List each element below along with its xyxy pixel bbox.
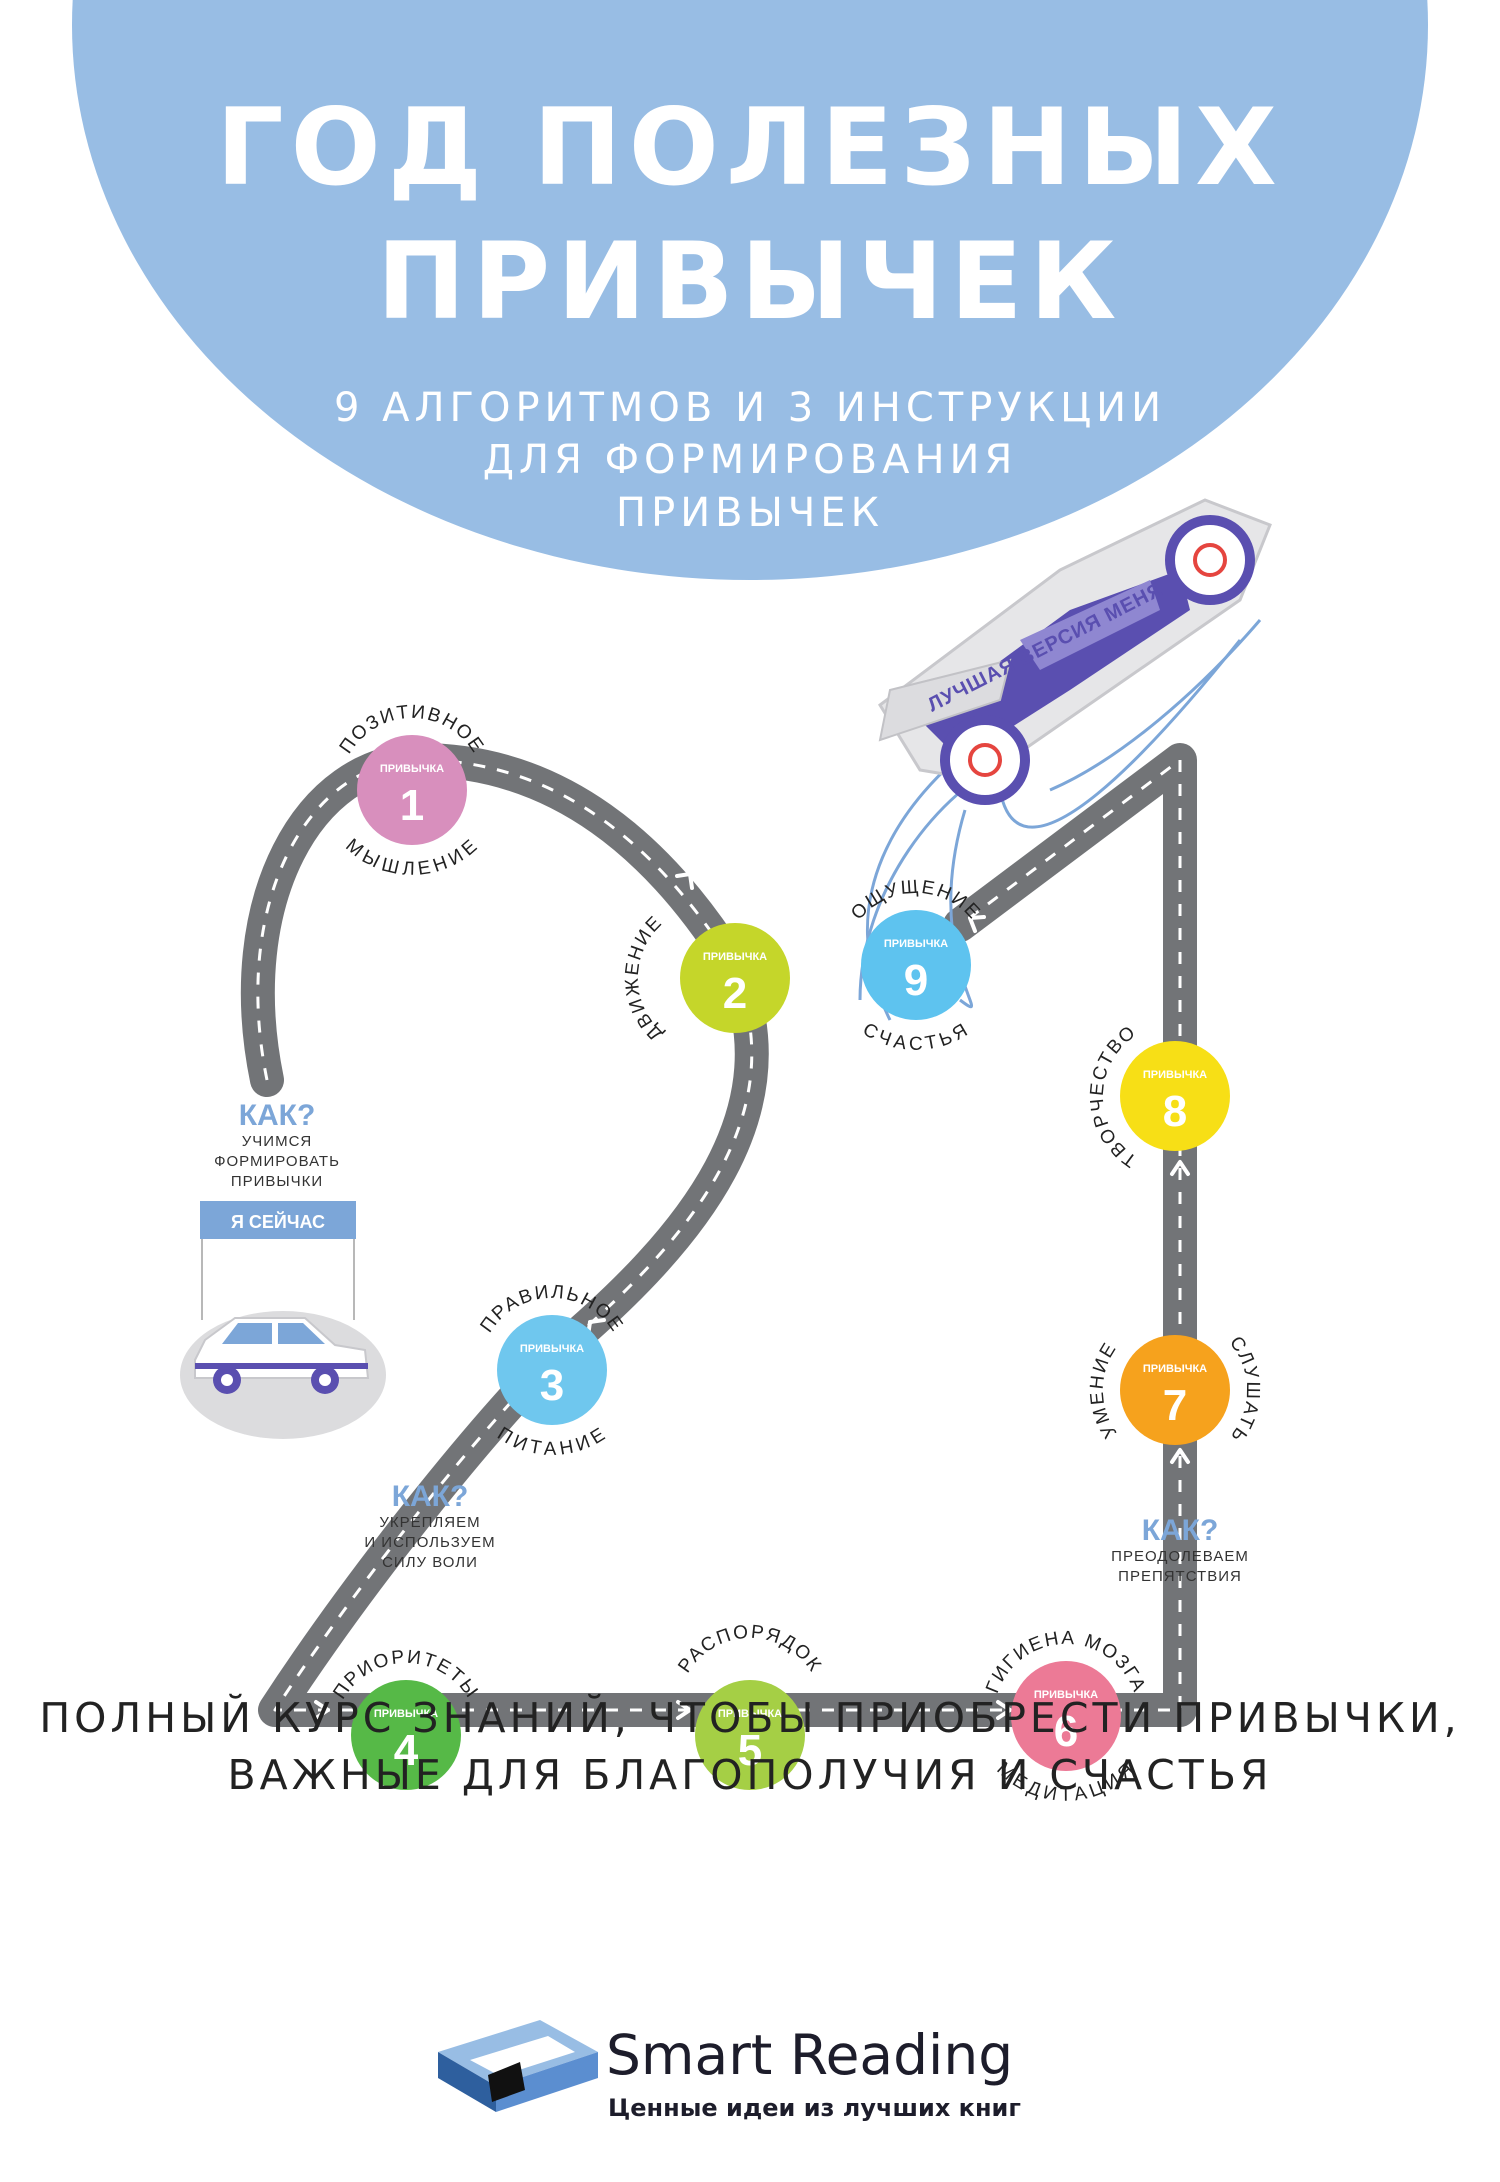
svg-text:ПРИВЫЧКИ: ПРИВЫЧКИ — [231, 1173, 323, 1190]
road-arrow — [1170, 1448, 1190, 1464]
how-block-2: КАК? УКРЕПЛЯЕМ И ИСПОЛЬЗУЕМ СИЛУ ВОЛИ — [364, 1480, 495, 1571]
habit-1-circle — [357, 735, 467, 845]
brand-name: Smart Reading — [606, 2023, 1014, 2087]
svg-text:ПРИВЫЧКА: ПРИВЫЧКА — [718, 1708, 782, 1720]
current-car — [194, 1317, 370, 1394]
habits: ПРИВЫЧКА 1 ПОЗИТИВНОЕ МЫШЛЕНИЕ ПРИВЫЧКА … — [329, 702, 1263, 1806]
svg-text:КАК?: КАК? — [239, 1099, 316, 1132]
svg-text:КАК?: КАК? — [1142, 1514, 1219, 1547]
svg-text:6: 6 — [1054, 1707, 1078, 1756]
habit-7-label-right: СЛУШАТЬ — [1225, 1333, 1261, 1448]
svg-text:1: 1 — [400, 781, 424, 830]
road-arrow — [968, 915, 986, 933]
subtitle-line-2: ДЛЯ ФОРМИРОВАНИЯ — [482, 437, 1018, 483]
svg-text:СЧАСТЬЯ: СЧАСТЬЯ — [859, 1019, 973, 1055]
road-arrow — [996, 1700, 1012, 1720]
svg-text:ПРИВЫЧКА: ПРИВЫЧКА — [703, 951, 767, 963]
how-blocks: КАК? УЧИМСЯ ФОРМИРОВАТЬ ПРИВЫЧКИ КАК? УК… — [214, 1099, 1249, 1585]
habit-7-label-left: УМЕНИЕ — [1087, 1338, 1120, 1441]
habit-1: ПРИВЫЧКА 1 ПОЗИТИВНОЕ МЫШЛЕНИЕ — [336, 702, 487, 880]
habit-8: ПРИВЫЧКА 8 ТВОРЧЕСТВО — [1087, 1021, 1230, 1171]
svg-text:ПРИВЫЧКА: ПРИВЫЧКА — [1143, 1363, 1207, 1375]
svg-text:УЧИМСЯ: УЧИМСЯ — [242, 1133, 312, 1150]
svg-text:ПИТАНИЕ: ПИТАНИЕ — [494, 1423, 611, 1460]
svg-text:УКРЕПЛЯЕМ: УКРЕПЛЯЕМ — [379, 1514, 480, 1531]
svg-text:9: 9 — [904, 956, 928, 1005]
svg-text:УМЕНИЕ: УМЕНИЕ — [1087, 1338, 1122, 1441]
title-line-2: ПРИВЫЧЕК — [376, 220, 1124, 343]
habit-2-label: ДВИЖЕНИЕ — [621, 911, 665, 1044]
svg-text:ПРИВЫЧКА: ПРИВЫЧКА — [1143, 1069, 1207, 1081]
svg-text:ПРИВЫЧКА: ПРИВЫЧКА — [884, 938, 948, 950]
svg-text:4: 4 — [394, 1726, 419, 1775]
svg-text:ПРИВЫЧКА: ПРИВЫЧКА — [374, 1708, 438, 1720]
habit-9: ПРИВЫЧКА 9 ОЩУЩЕНИЕ СЧАСТЬЯ — [847, 877, 983, 1055]
svg-text:ПРИВЫЧКА: ПРИВЫЧКА — [520, 1343, 584, 1355]
how-block-3: КАК? ПРЕОДОЛЕВАЕМ ПРЕПЯТСТВИЯ — [1111, 1514, 1249, 1585]
svg-text:ПРЕОДОЛЕВАЕМ: ПРЕОДОЛЕВАЕМ — [1111, 1548, 1249, 1565]
svg-text:ПРИВЫЧКА: ПРИВЫЧКА — [380, 763, 444, 775]
habit-5-label: РАСПОРЯДОК — [674, 1622, 823, 1677]
footer-line-2: ВАЖНЫЕ ДЛЯ БЛАГОПОЛУЧИЯ И СЧАСТЬЯ — [227, 1751, 1273, 1799]
subtitle-line-1: 9 АЛГОРИТМОВ И 3 ИНСТРУКЦИИ — [333, 385, 1167, 431]
title-line-1: ГОД ПОЛЕЗНЫХ — [216, 86, 1284, 209]
svg-text:5: 5 — [738, 1726, 762, 1775]
svg-text:8: 8 — [1163, 1087, 1187, 1136]
svg-text:И ИСПОЛЬЗУЕМ: И ИСПОЛЬЗУЕМ — [364, 1534, 495, 1551]
subtitle-line-3: ПРИВЫЧЕК — [616, 490, 884, 536]
svg-text:2: 2 — [723, 969, 747, 1018]
road-arrow — [314, 1700, 330, 1720]
road-arrow — [1170, 1160, 1190, 1176]
svg-text:ПРИВЫЧКА: ПРИВЫЧКА — [1034, 1689, 1098, 1701]
start-sign: Я СЕЙЧАС — [231, 1211, 325, 1232]
habit-3-label-bottom: ПИТАНИЕ — [494, 1423, 609, 1460]
road-arrows — [314, 810, 1190, 1720]
svg-text:ДВИЖЕНИЕ: ДВИЖЕНИЕ — [621, 911, 667, 1044]
svg-text:ПРЕПЯТСТВИЯ: ПРЕПЯТСТВИЯ — [1118, 1568, 1242, 1585]
svg-text:7: 7 — [1163, 1381, 1187, 1430]
road-arrow — [339, 810, 360, 828]
road-arrow — [676, 1700, 692, 1720]
svg-text:КАК?: КАК? — [392, 1480, 469, 1513]
svg-text:СИЛУ ВОЛИ: СИЛУ ВОЛИ — [382, 1554, 478, 1571]
habit-7: ПРИВЫЧКА 7 УМЕНИЕ СЛУШАТЬ — [1087, 1333, 1263, 1448]
footer-line-1: ПОЛНЫЙ КУРС ЗНАНИЙ, ЧТОБЫ ПРИОБРЕСТИ ПРИ… — [39, 1694, 1461, 1742]
habit-3: ПРИВЫЧКА 3 ПРАВИЛЬНОЕ ПИТАНИЕ — [476, 1282, 625, 1460]
road-arrow — [675, 872, 694, 890]
start-area: Я СЕЙЧАС — [180, 1201, 386, 1439]
book-icon — [438, 2020, 598, 2112]
how-block-1: КАК? УЧИМСЯ ФОРМИРОВАТЬ ПРИВЫЧКИ — [214, 1099, 340, 1190]
svg-text:ФОРМИРОВАТЬ: ФОРМИРОВАТЬ — [214, 1153, 340, 1170]
habit-9-label-bottom: СЧАСТЬЯ — [859, 1019, 971, 1055]
brand-tagline: Ценные идеи из лучших книг — [608, 2094, 1021, 2122]
svg-text:РАСПОРЯДОК: РАСПОРЯДОК — [674, 1622, 825, 1677]
svg-text:СЛУШАТЬ: СЛУШАТЬ — [1225, 1333, 1263, 1448]
svg-text:3: 3 — [540, 1361, 564, 1410]
